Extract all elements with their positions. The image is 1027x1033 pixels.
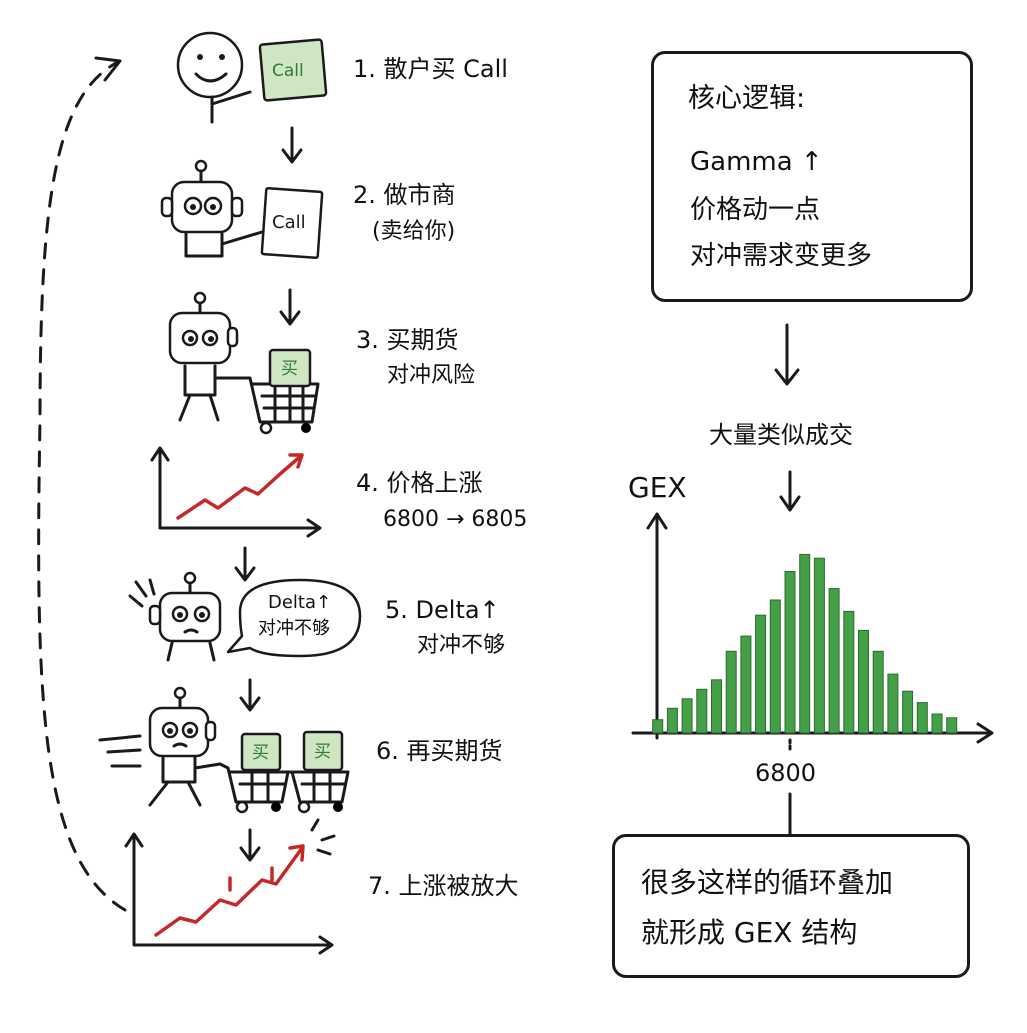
middle-label: 大量类似成交 <box>709 421 853 449</box>
step-4-label: 4. 价格上涨 <box>356 469 483 497</box>
gex-ylabel: GEX <box>628 471 687 504</box>
gex-bar-10 <box>799 553 811 734</box>
gex-bar-16 <box>887 673 899 734</box>
step-7-label: 7. 上涨被放大 <box>368 872 519 900</box>
speed-lines-icon <box>98 734 142 768</box>
arrow-trades-to-peak <box>779 470 801 512</box>
gex-bar-18 <box>916 702 928 734</box>
core-logic-line-1: Gamma ↑ <box>690 147 823 177</box>
arrow-6-7 <box>239 828 261 862</box>
gex-bar-11 <box>813 557 825 734</box>
arrow-5-6 <box>239 678 261 712</box>
step-6-label: 6. 再买期货 <box>376 737 503 765</box>
gex-bar-13 <box>843 610 855 734</box>
gex-bar-4 <box>711 679 722 734</box>
call-paper-text: Call <box>272 212 306 233</box>
worried-robot-icon <box>128 571 222 662</box>
gex-bar-14 <box>858 629 869 734</box>
gex-bar-17 <box>902 690 914 734</box>
arrow-2-3 <box>279 288 301 326</box>
conclusion-line-2: 就形成 GEX 结构 <box>641 916 858 949</box>
feedback-loop-arrow <box>37 60 127 912</box>
arrow-logic-to-trades <box>774 323 800 386</box>
step-4-sub: 6800 → 6805 <box>383 507 528 532</box>
gex-bar-15 <box>872 650 884 734</box>
price-rise-chart-icon <box>150 446 322 538</box>
core-logic-line-2: 价格动一点 <box>690 195 821 225</box>
amplified-rise-chart-icon <box>124 818 336 955</box>
gex-bar-6 <box>740 635 752 734</box>
gex-bar-7 <box>755 614 767 734</box>
conclusion-line-1: 很多这样的循环叠加 <box>641 866 894 899</box>
gex-bar-12 <box>828 588 840 734</box>
step-1-label: 1. 散户买 Call <box>353 55 508 83</box>
step-2-label: 2. 做市商 <box>353 181 456 209</box>
gex-bar-5 <box>725 650 737 734</box>
gex-bar-0 <box>652 719 664 734</box>
step-2-sub: (卖给你) <box>372 219 456 244</box>
gex-xtick-6800: 6800 <box>755 759 817 787</box>
gex-bar-2 <box>681 698 693 734</box>
gex-bars <box>652 553 958 734</box>
cart-card-text-3: 买 <box>314 742 331 762</box>
rushing-robot-icon <box>148 686 222 807</box>
arrow-4-5 <box>234 546 256 582</box>
gex-bar-20 <box>946 717 958 734</box>
gex-bar-19 <box>931 713 943 734</box>
step-5-label: 5. Delta↑ <box>385 596 500 624</box>
gex-bar-8 <box>769 599 781 734</box>
conclusion-box: 很多这样的循环叠加 就形成 GEX 结构 <box>612 834 970 978</box>
arrow-1-2 <box>281 126 303 164</box>
call-card-icon: Call <box>258 38 328 102</box>
hedging-robot-icon <box>168 291 242 422</box>
call-paper-icon: Call <box>260 187 324 259</box>
bubble-line-1: Delta↑ <box>268 592 332 613</box>
core-logic-box: 核心逻辑: Gamma ↑ 价格动一点 对冲需求变更多 <box>651 51 973 302</box>
double-cart-icon: 买 买 <box>218 730 350 814</box>
cart-card-text-1: 买 <box>281 359 298 379</box>
retail-investor-icon <box>176 31 252 124</box>
bubble-line-2: 对冲不够 <box>258 618 330 639</box>
shopping-cart-icon: 买 <box>238 348 320 435</box>
call-card-text: Call <box>272 61 304 81</box>
speech-bubble-icon <box>226 578 362 658</box>
cart-card-text-2: 买 <box>252 743 269 763</box>
gex-bar-1 <box>666 707 678 734</box>
gex-bar-3 <box>696 688 708 734</box>
step-5-sub: 对冲不够 <box>417 633 506 658</box>
market-maker-robot-icon <box>160 159 264 258</box>
feedback-loop-arrowhead <box>94 56 122 82</box>
step-3-sub: 对冲风险 <box>387 363 476 388</box>
core-logic-title: 核心逻辑: <box>688 83 806 114</box>
step-3-label: 3. 买期货 <box>356 326 459 354</box>
core-logic-line-3: 对冲需求变更多 <box>690 241 873 271</box>
gex-bar-9 <box>784 571 796 734</box>
